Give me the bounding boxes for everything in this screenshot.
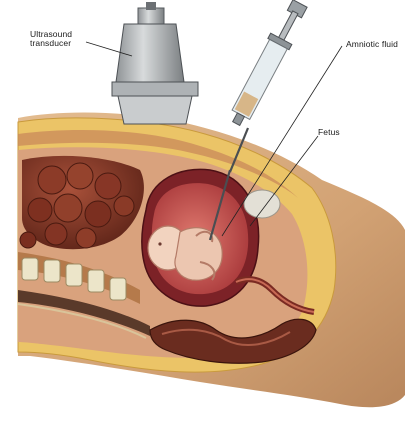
- amniotic-fluid-label: Amniotic fluid: [346, 40, 398, 49]
- bladder: [244, 190, 280, 218]
- ultrasound-transducer: [112, 2, 198, 124]
- fetus-label: Fetus: [318, 128, 340, 137]
- transducer-label: Ultrasound transducer: [30, 30, 72, 48]
